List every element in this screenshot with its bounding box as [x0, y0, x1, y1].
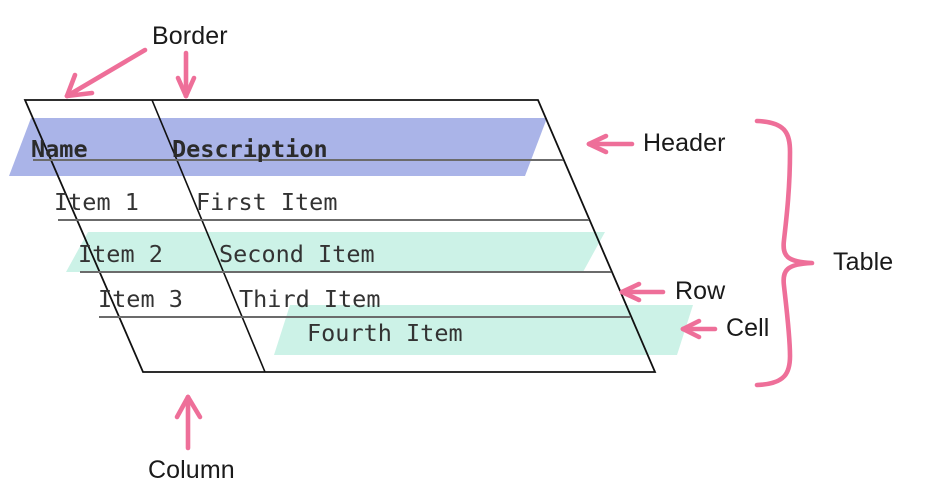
annotation-label-cell: Cell	[726, 314, 770, 342]
column-arrow-icon	[174, 394, 203, 451]
annotation-label-column: Column	[148, 456, 235, 484]
row-arrow-icon	[619, 281, 666, 303]
annotation-label-header: Header	[643, 129, 726, 157]
cell-name-row-2: Item 2	[78, 240, 163, 268]
cell-description-row-1: First Item	[196, 188, 337, 216]
border-arrow-left-icon	[64, 47, 148, 99]
annotation-label-table: Table	[833, 248, 894, 276]
annotation-label-row: Row	[675, 277, 726, 305]
cell-description-row-3: Third Item	[239, 285, 380, 313]
header-cell-name: Name	[31, 135, 88, 163]
table-outer-border	[23, 99, 657, 373]
cell-description-row-2: Second Item	[219, 240, 375, 268]
row-highlight-band	[66, 232, 605, 272]
cell-name-row-1: Item 1	[54, 188, 139, 216]
column-divider-line	[151, 99, 266, 373]
header-arrow-icon	[586, 133, 635, 155]
table-brace-icon	[754, 118, 815, 388]
cell-description-row-4: Fourth Item	[307, 319, 463, 347]
cell-name-row-3: Item 3	[98, 285, 183, 313]
border-arrow-down-icon	[175, 50, 197, 99]
header-highlight-band	[9, 118, 547, 176]
annotation-label-border: Border	[152, 22, 228, 50]
cell-arrow-icon	[680, 318, 718, 340]
header-cell-description: Description	[172, 135, 328, 163]
